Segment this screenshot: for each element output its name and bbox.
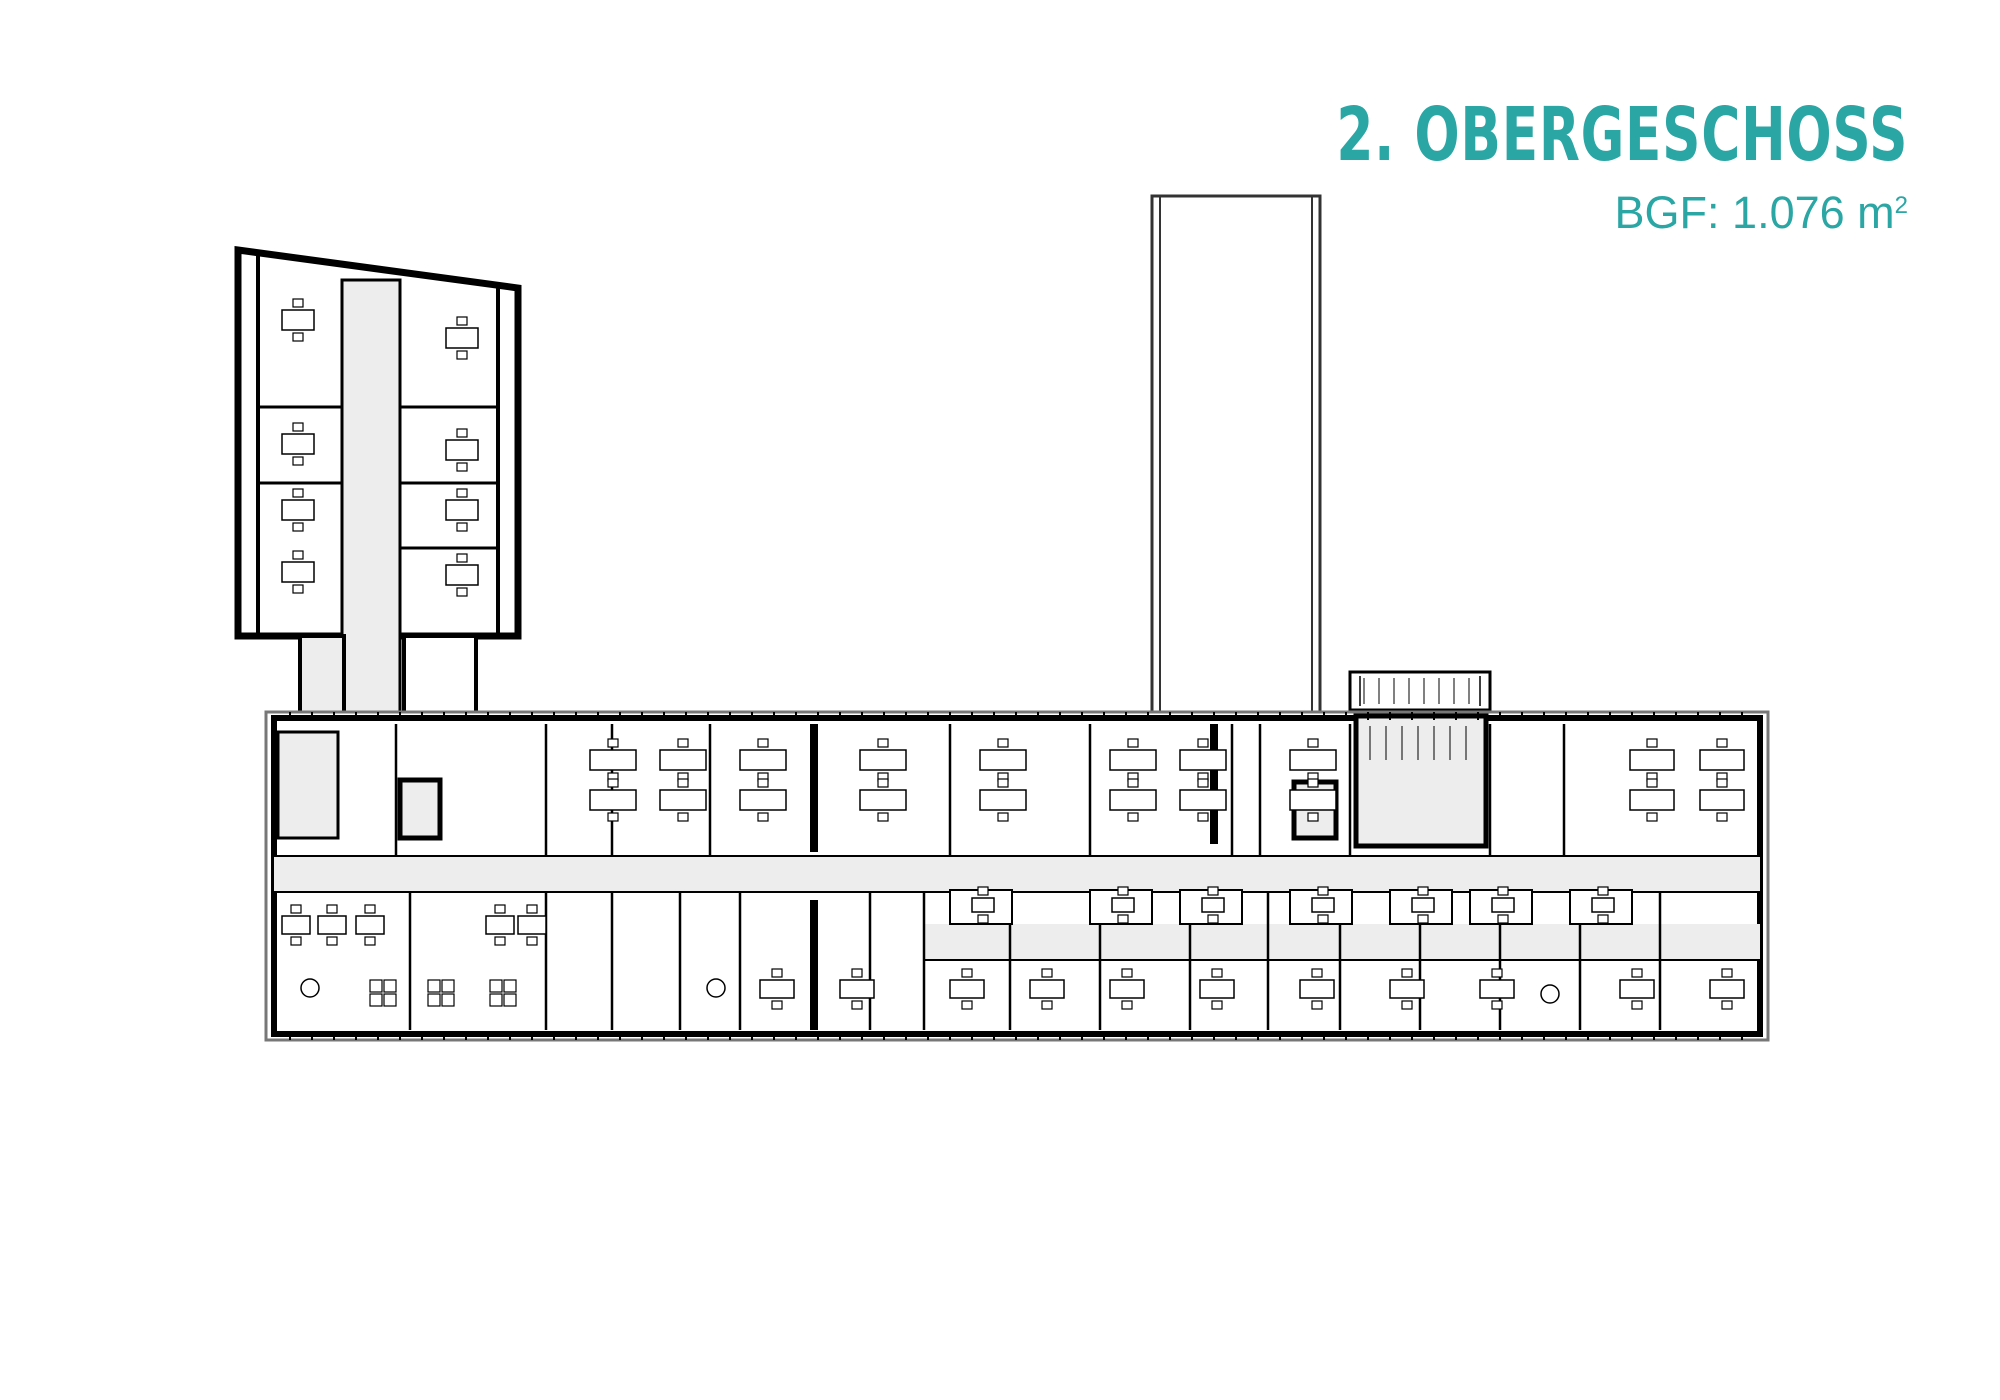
desk-workstation — [1629, 738, 1675, 782]
desk-workstation — [739, 738, 787, 782]
meeting-table — [383, 979, 397, 993]
stair-tower — [1348, 670, 1492, 712]
area-unit-superscript: 2 — [1894, 192, 1908, 219]
desk-workstation — [839, 968, 875, 1010]
desk-workstation — [445, 428, 479, 472]
meeting-table — [503, 993, 517, 1007]
desk-workstation — [1029, 968, 1065, 1010]
desk-workstation — [1411, 886, 1435, 924]
main-block — [264, 710, 1770, 1042]
desk-workstation — [589, 738, 637, 782]
desk-workstation — [659, 778, 707, 822]
desk-workstation — [739, 778, 787, 822]
desk-workstation — [759, 968, 795, 1010]
meeting-table — [441, 979, 455, 993]
north-wing — [234, 245, 522, 722]
desk-workstation — [1629, 778, 1675, 822]
main-corridor — [274, 856, 1760, 892]
round-table — [300, 978, 320, 998]
desk-workstation — [1179, 778, 1227, 822]
desk-workstation — [859, 778, 907, 822]
desk-workstation — [1389, 968, 1425, 1010]
desk-workstation — [1109, 968, 1145, 1010]
meeting-table — [503, 979, 517, 993]
desk-workstation — [445, 488, 479, 532]
desk-workstation — [485, 904, 515, 946]
meeting-table — [489, 979, 503, 993]
stair-core — [1353, 713, 1489, 849]
desk-workstation — [1619, 968, 1655, 1010]
desk-workstation — [1311, 886, 1335, 924]
area-text: BGF: 1.076 m — [1614, 187, 1895, 238]
meeting-table — [427, 993, 441, 1007]
floor-title: 2. OBERGESCHOSS — [1336, 92, 1908, 178]
desk-workstation — [1289, 778, 1337, 822]
desk-workstation — [1289, 738, 1337, 782]
meeting-table — [489, 993, 503, 1007]
desk-workstation — [589, 778, 637, 822]
desk-workstation — [1699, 778, 1745, 822]
floor-area-label: BGF: 1.076 m2 — [1615, 190, 1908, 235]
desk-workstation — [281, 488, 315, 532]
desk-workstation — [949, 968, 985, 1010]
desk-workstation — [1111, 886, 1135, 924]
desk-workstation — [445, 553, 479, 597]
desk-workstation — [317, 904, 347, 946]
desk-workstation — [1201, 886, 1225, 924]
desk-workstation — [281, 298, 315, 342]
bridge — [1150, 194, 1322, 718]
wing-desks — [281, 298, 479, 597]
meeting-table — [441, 993, 455, 1007]
round-table — [1540, 984, 1560, 1004]
desk-workstation — [1479, 968, 1515, 1010]
desk-workstation — [281, 904, 311, 946]
desk-workstation — [1109, 778, 1157, 822]
desk-workstation — [355, 904, 385, 946]
desk-workstation — [1199, 968, 1235, 1010]
main-desks — [281, 738, 1745, 1010]
meeting-table — [369, 979, 383, 993]
desk-workstation — [1699, 738, 1745, 782]
desk-workstation — [281, 550, 315, 594]
wing-stair — [298, 634, 346, 718]
desk-workstation — [445, 316, 479, 360]
desk-workstation — [1299, 968, 1335, 1010]
elevator-1 — [397, 777, 443, 841]
desk-workstation — [1109, 738, 1157, 782]
desk-workstation — [1591, 886, 1615, 924]
desk-workstation — [1491, 886, 1515, 924]
meeting-table — [369, 993, 383, 1007]
desk-workstation — [1709, 968, 1745, 1010]
lower-corridor — [924, 924, 1760, 960]
wing-corridor — [340, 278, 402, 722]
wing-wc — [402, 634, 478, 718]
desk-workstation — [281, 422, 315, 466]
meeting-table — [383, 993, 397, 1007]
desk-workstation — [979, 778, 1027, 822]
round-table — [706, 978, 726, 998]
stair-left — [276, 730, 340, 840]
desk-workstation — [971, 886, 995, 924]
desk-workstation — [517, 904, 547, 946]
meeting-table — [427, 979, 441, 993]
desk-workstation — [659, 738, 707, 782]
